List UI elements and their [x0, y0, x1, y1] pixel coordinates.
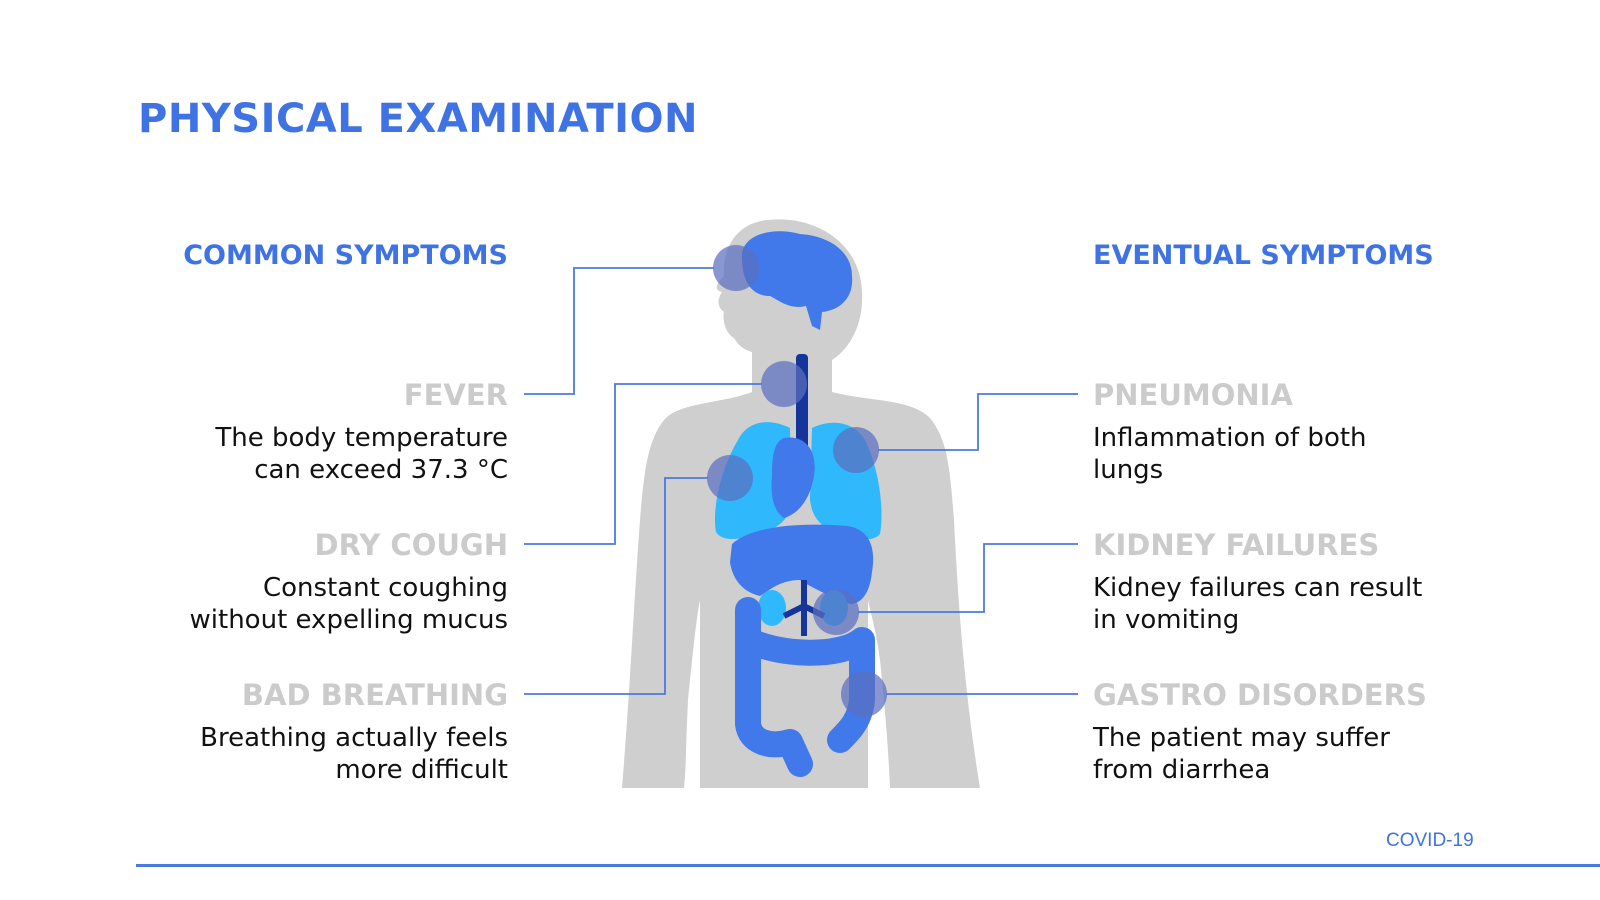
leader-lines	[524, 267, 1078, 695]
heart-organ	[771, 437, 815, 518]
symptom-desc-line: in vomiting	[1093, 605, 1240, 635]
symptom-desc-line: The patient may suffer	[1093, 723, 1390, 753]
symptom-name: FEVER	[403, 378, 508, 412]
symptom-dry-cough: DRY COUGH Constant coughing without expe…	[88, 530, 508, 636]
symptom-pneumonia: PNEUMONIA Inflammation of both lungs	[1093, 380, 1513, 486]
marker-throat	[761, 361, 807, 407]
symptom-name: BAD BREATHING	[241, 678, 508, 712]
left-lung-organ	[714, 422, 792, 539]
leader-pneumonia	[878, 393, 1078, 451]
symptom-desc-line: Inflammation of both	[1093, 423, 1367, 453]
symptom-desc-line: Constant coughing	[262, 573, 508, 603]
leader-dry-cough	[524, 383, 762, 545]
marker-kidney	[813, 589, 859, 635]
marker-right-lung	[833, 427, 879, 473]
symptom-name: GASTRO DISORDERS	[1093, 678, 1427, 712]
symptom-markers	[707, 245, 887, 717]
symptom-desc-line: without expelling mucus	[189, 605, 508, 635]
symptom-name: DRY COUGH	[314, 528, 508, 562]
symptom-desc-line: Kidney failures can result	[1093, 573, 1423, 603]
symptom-gastro-disorders: GASTRO DISORDERS The patient may suffer …	[1093, 680, 1513, 786]
symptom-desc-line: Breathing actually feels	[200, 723, 508, 753]
symptom-kidney-failures: KIDNEY FAILURES Kidney failures can resu…	[1093, 530, 1513, 636]
eventual-symptoms-heading: EVENTUAL SYMPTOMS	[1093, 240, 1434, 271]
symptom-bad-breathing: BAD BREATHING Breathing actually feels m…	[88, 680, 508, 786]
symptom-name: KIDNEY FAILURES	[1093, 528, 1380, 562]
brain-organ	[741, 231, 853, 330]
symptom-fever: FEVER The body temperature can exceed 37…	[88, 380, 508, 486]
footer-label: COVID-19	[1386, 830, 1474, 851]
intestine-organ	[735, 597, 875, 777]
symptom-name: PNEUMONIA	[1093, 378, 1293, 412]
footer-divider	[136, 864, 1600, 867]
symptom-desc-line: lungs	[1093, 455, 1164, 485]
leader-fever	[524, 267, 714, 395]
page-title: PHYSICAL EXAMINATION	[138, 96, 698, 142]
symptom-desc-line: can exceed 37.3 °C	[254, 455, 508, 485]
leader-bad-breathing	[524, 477, 708, 695]
leader-kidney-failures	[858, 543, 1078, 613]
liver-organ	[730, 524, 874, 604]
marker-intestine	[841, 671, 887, 717]
marker-left-chest	[707, 455, 753, 501]
symptom-desc-line: from diarrhea	[1093, 755, 1271, 785]
symptom-desc-line: The body temperature	[215, 423, 508, 453]
common-symptoms-heading: COMMON SYMPTOMS	[183, 240, 508, 271]
left-kidney-organ	[758, 590, 786, 626]
symptom-desc-line: more difficult	[335, 755, 508, 785]
marker-head	[713, 245, 759, 291]
